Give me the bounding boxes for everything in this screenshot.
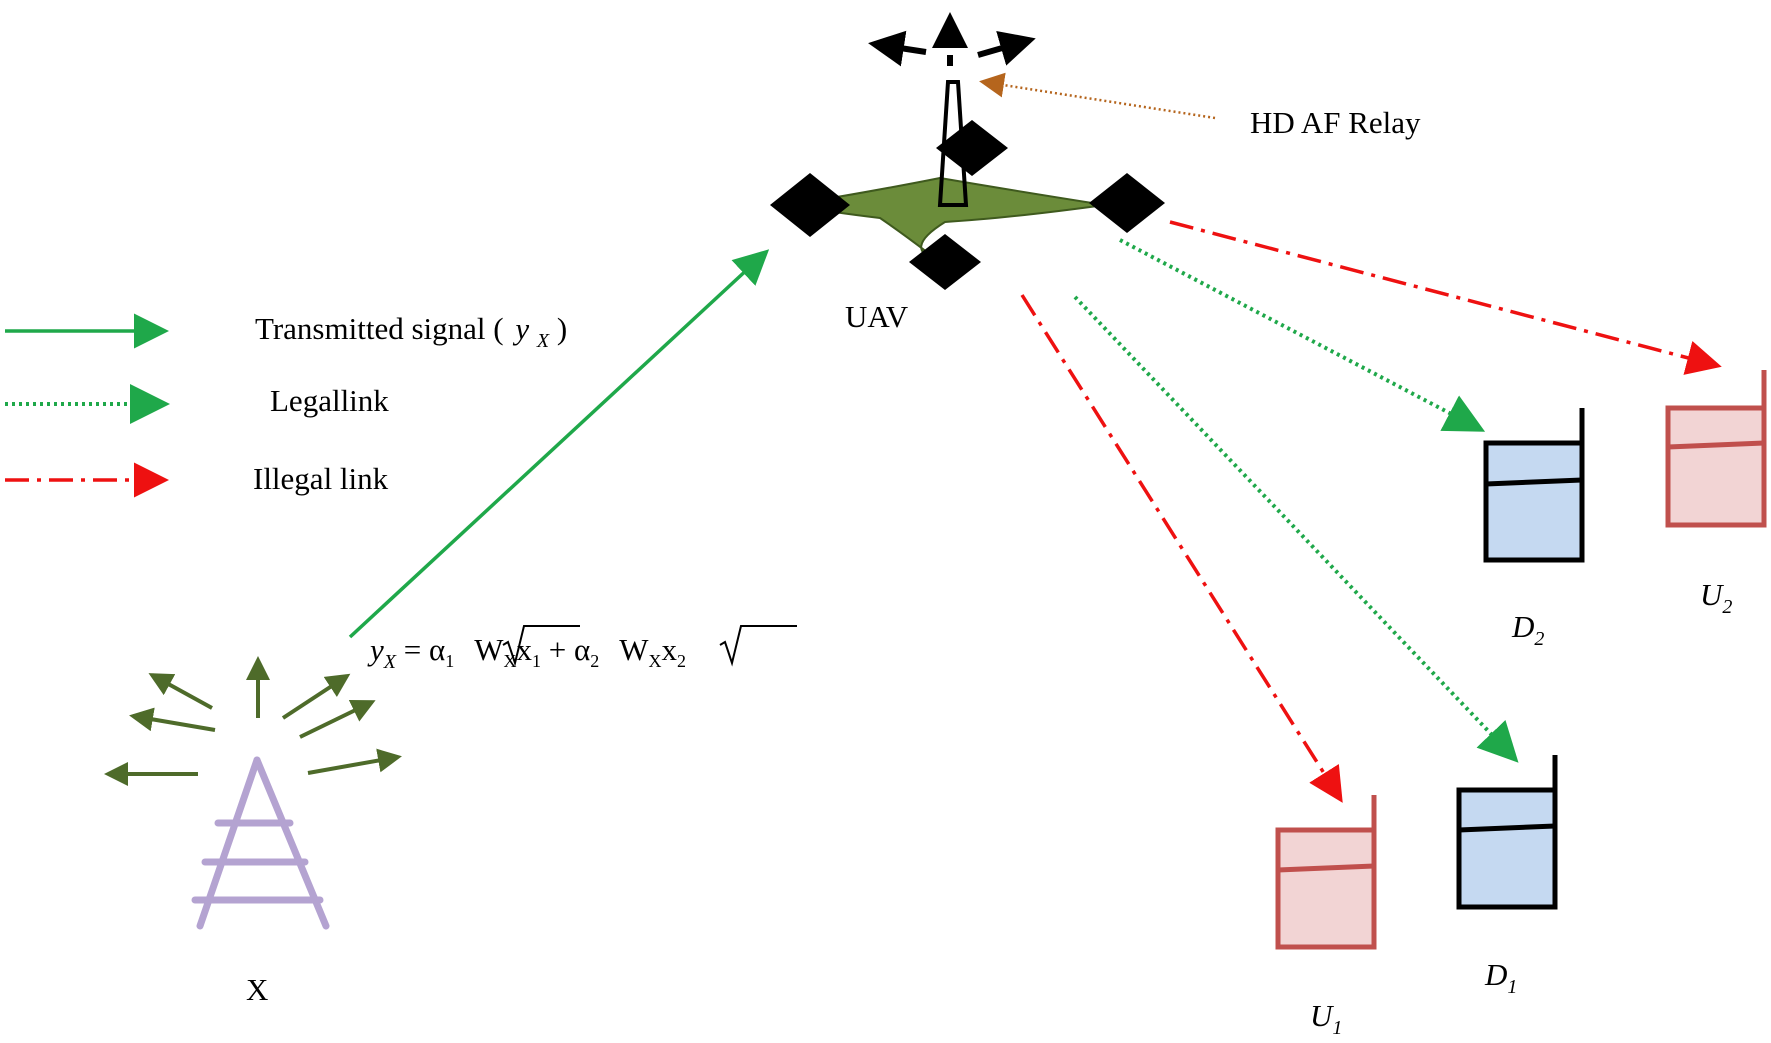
device-u2-label: U2 [1700,577,1732,618]
relay-label: HD AF Relay [1250,105,1421,140]
base-station-label: X [246,972,268,1007]
uav-label: UAV [845,299,909,334]
relay-pointer-arrow [979,72,1216,120]
device-d1-label: D1 [1484,957,1517,998]
device-d1: D1 [1456,755,1558,998]
sqrt-sign-1 [502,625,580,667]
broadcast-arrows-icon [104,656,402,786]
eavesdropper-icon [1275,795,1377,950]
device-d2: D2 [1483,408,1585,650]
legitimate-user-icon [1456,755,1558,910]
base-station-tower: X [104,656,402,1007]
legend: Transmitted signal ( y X ) Legallink Ill… [5,311,567,498]
legend-illegal-label: Illegal link [253,461,389,496]
legend-legal-label: Legallink [270,383,389,418]
device-u2: U2 [1665,370,1767,618]
tower-icon [191,756,330,930]
legal-link-d2-arrow [1119,238,1486,432]
antenna-arrows-icon [868,12,1036,67]
legal-link-d1-arrow [1073,295,1519,763]
legitimate-user-icon [1483,408,1585,563]
legend-transmitted-label: Transmitted signal ( y X ) [255,311,567,354]
transmitted-signal-arrow [348,249,770,639]
device-u1: U1 [1275,795,1377,1039]
eavesdropper-icon [1665,370,1767,528]
device-d2-label: D2 [1511,609,1544,650]
device-u1-label: U1 [1310,998,1342,1039]
uav-drone: UAV [770,12,1165,334]
illegal-link-u1-arrow [1020,294,1343,803]
uav-rotor-icons [770,120,1165,290]
sqrt-sign-2 [719,625,797,667]
illegal-link-u2-arrow [1169,220,1722,375]
uav-body-icon [789,176,1106,263]
